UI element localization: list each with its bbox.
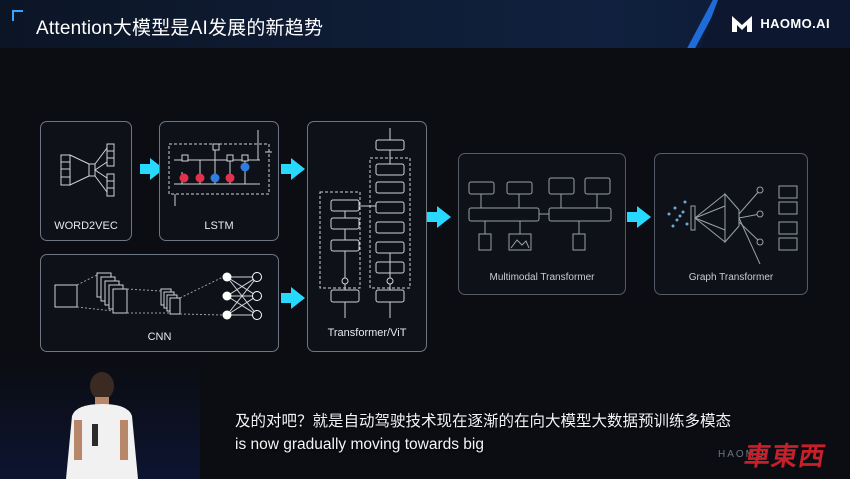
word2vec-label: WORD2VEC [54,220,118,232]
lstm-gate-blue-2 [240,162,250,172]
haomo-logo: HAOMO.AI [731,13,830,33]
subtitle-english: is now gradually moving towards big [235,436,484,453]
lstm-gate-red-1 [179,173,189,183]
lstm-gate-blue-1 [210,173,220,183]
transformer-box: Transformer/ViT [307,121,427,352]
slide-header: Attention大模型是AI发展的新趋势 HAOMO.AI [0,0,850,48]
lstm-gate-red-3 [225,173,235,183]
graph-transformer-label: Graph Transformer [688,272,774,283]
haomo-logo-text: HAOMO.AI [760,15,830,31]
lstm-gate-red-2 [195,173,205,183]
multimodal-diagram [468,177,612,251]
arrow-cnn-transformer [281,287,305,309]
graph-transformer-box: Graph Transformer [654,153,808,295]
cnn-diagram [54,272,262,320]
cnn-label: CNN [147,331,172,343]
chedongxi-watermark: 車東西 [742,441,829,471]
lstm-cell-diagram [168,130,272,206]
arrow-multimodal-graph [627,206,651,228]
cnn-box: CNN [40,254,279,352]
transformer-architecture-diagram [319,128,411,318]
logo-panel [700,0,850,48]
lstm-box: LSTM [159,121,279,241]
haomo-logo-icon [732,16,753,32]
word2vec-box: WORD2VEC [40,121,132,241]
arrow-lstm-transformer [281,158,305,180]
word2vec-network-icon [60,143,115,197]
haomo-watermark: HAOMO [718,449,766,460]
slide-title: Attention大模型是AI发展的新趋势 [36,18,324,39]
corner-bracket-icon [12,10,23,21]
speaker-image [66,372,138,479]
transformer-label: Transformer/ViT [327,327,407,339]
lstm-label: LSTM [204,220,234,232]
arrow-transformer-multimodal [427,206,451,228]
multimodal-box: Multimodal Transformer [458,153,626,295]
subtitle-chinese: 及的对吧？就是自动驾驶技术现在逐渐的在向大模型大数据预训练多模态 [235,413,732,430]
graph-transformer-diagram [667,185,798,265]
multimodal-label: Multimodal Transformer [489,272,595,283]
